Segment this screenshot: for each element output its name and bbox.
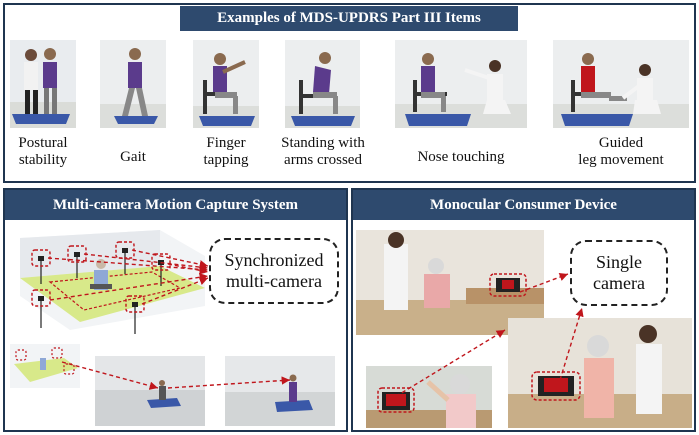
caption-line: leg movement <box>578 152 664 168</box>
callout-line: Single <box>595 252 642 272</box>
clinic-photo-side <box>508 318 692 428</box>
camera-view-2 <box>225 356 335 426</box>
caption-line: Postural <box>18 135 68 151</box>
caption-line: Guided <box>598 135 644 151</box>
callout-line: multi-camera <box>226 271 322 291</box>
caption-line: tapping <box>203 152 249 168</box>
single-camera-callout: Single camera <box>570 240 668 306</box>
caption-standing-arms-crossed: Standing with arms crossed <box>268 135 378 169</box>
photo-finger-tapping <box>193 40 259 128</box>
clinic-photo-main <box>356 230 544 335</box>
caption-line: Finger <box>206 135 246 151</box>
multi-camera-panel-title: Multi-camera Motion Capture System <box>5 190 346 220</box>
clinic-photo-closeup <box>366 366 492 428</box>
camera-view-1 <box>95 356 205 426</box>
photo-gait <box>100 40 166 128</box>
capture-room-thumbnail <box>10 344 80 388</box>
caption-gait: Gait <box>92 149 174 166</box>
caption-postural-stability: Postural stability <box>2 135 84 169</box>
caption-guided-leg-movement: Guided leg movement <box>548 135 694 169</box>
capture-room-illustration <box>10 226 215 338</box>
monocular-panel-title: Monocular Consumer Device <box>353 190 694 220</box>
photo-standing-arms-crossed <box>285 40 360 128</box>
caption-line: Nose touching <box>417 149 505 165</box>
photo-guided-leg-movement <box>553 40 689 128</box>
caption-line: Gait <box>120 149 146 165</box>
synchronized-multi-camera-callout: Synchronized multi-camera <box>209 238 339 304</box>
caption-line: stability <box>18 152 68 168</box>
caption-line: Standing with <box>281 135 365 151</box>
photo-nose-touching <box>395 40 527 128</box>
caption-nose-touching: Nose touching <box>395 149 527 166</box>
photo-postural-stability <box>10 40 76 128</box>
callout-line: Synchronized <box>224 250 324 270</box>
top-panel-title: Examples of MDS-UPDRS Part III Items <box>180 6 518 31</box>
caption-finger-tapping: Finger tapping <box>185 135 267 169</box>
caption-line: arms crossed <box>284 152 362 168</box>
callout-line: camera <box>593 273 645 293</box>
